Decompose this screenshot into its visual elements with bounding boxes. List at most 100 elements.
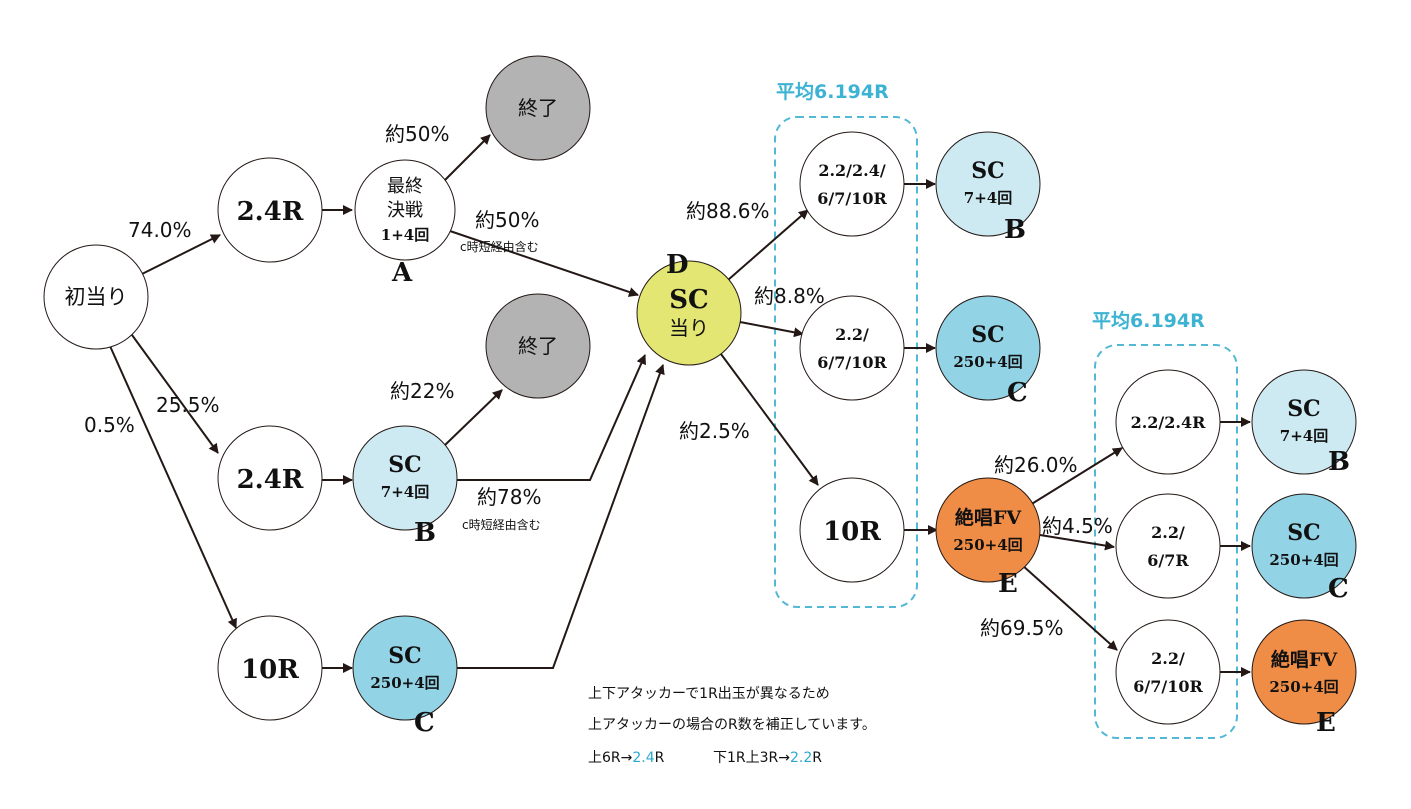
node-sc-c2-line1: SC <box>971 322 1004 348</box>
node-final-battle-line1: 最終 <box>387 176 423 197</box>
node-letters: A B C D B C E B C E <box>391 215 1350 738</box>
node-sc-b3 <box>1251 369 1357 475</box>
node-sc-c1 <box>352 615 458 721</box>
node-10r-bottom <box>217 615 323 721</box>
node-start <box>43 244 149 350</box>
node-sc-b1 <box>352 425 458 531</box>
node-fv-e2-line1: 絶唱FV <box>1271 648 1338 671</box>
node-round-2-line1: 2.2/ <box>835 325 869 344</box>
node-start-label: 初当り <box>65 285 128 309</box>
letter-c3: C <box>1328 574 1349 604</box>
node-round-2-line2: 6/7/10R <box>817 353 887 372</box>
letter-b1: B <box>414 518 436 548</box>
edges <box>109 134 1251 677</box>
node-final-battle-line2: 決戦 <box>387 200 423 221</box>
edge-start-24b <box>131 334 219 454</box>
node-q2-line2: 6/7R <box>1147 551 1189 570</box>
notes: 上下アタッカーで1R出玉が異なるため 上アタッカーの場合のR数を補正しています。… <box>588 686 876 766</box>
node-sc-hit-line2: 当り <box>669 316 709 340</box>
edge-fvE-q2 <box>1039 534 1115 551</box>
label-78-sub: c時短経由含む <box>462 517 541 532</box>
group-box-1 <box>774 116 918 608</box>
node-round-2 <box>799 295 905 401</box>
node-round-3-label: 10R <box>823 517 881 547</box>
label-45: 約4.5% <box>1042 514 1113 538</box>
node-q3-line2: 6/7/10R <box>1133 677 1203 696</box>
edge-fvE-q3 <box>1021 564 1118 651</box>
node-end-2 <box>485 293 591 399</box>
label-886: 約88.6% <box>686 199 770 223</box>
edge-finalA-end1 <box>444 134 491 181</box>
edge-start-10r <box>109 345 237 629</box>
label-260: 約26.0% <box>994 453 1078 477</box>
note-line-1: 上下アタッカーで1R出玉が異なるため <box>588 686 830 702</box>
edge-scD-r3 <box>717 349 819 486</box>
node-sc-c1-line2: 250+4回 <box>370 674 439 692</box>
node-sc-c3 <box>1251 493 1357 599</box>
node-24r-top-label: 2.4R <box>237 197 304 227</box>
node-sc-c2-line2: 250+4回 <box>953 353 1022 371</box>
note-line-2: 上アタッカーの場合のR数を補正しています。 <box>588 717 876 733</box>
node-round-1 <box>799 131 905 237</box>
label-22: 約22% <box>390 379 454 403</box>
label-88: 約8.8% <box>754 284 825 308</box>
node-sc-b2-line1: SC <box>971 158 1004 184</box>
label-255: 25.5% <box>156 393 220 417</box>
node-final-battle-line3: 1+4回 <box>381 226 429 244</box>
node-sc-c2 <box>935 295 1041 401</box>
node-10r-bottom-label: 10R <box>241 655 299 685</box>
group-title-2: 平均6.194R <box>1092 309 1205 332</box>
node-fv-e2-line2: 250+4回 <box>1269 678 1338 696</box>
group-box-2 <box>1094 344 1238 739</box>
node-round-1-line1: 2.2/2.4/ <box>818 161 886 180</box>
node-end-1-label: 終了 <box>518 96 558 120</box>
node-q3-line1: 2.2/ <box>1151 649 1185 668</box>
edge-start-24a <box>139 234 221 276</box>
letter-b2: B <box>1004 215 1026 245</box>
node-24r-top <box>217 157 323 263</box>
node-round-3 <box>799 477 905 583</box>
letter-c2: C <box>1007 378 1028 408</box>
node-q2-line1: 2.2/ <box>1151 523 1185 542</box>
letter-d: D <box>666 250 689 280</box>
label-74: 74.0% <box>128 218 192 242</box>
edge-scC1-scD <box>456 364 665 669</box>
node-fv-e1 <box>935 477 1041 583</box>
label-50b-sub: c時短経由含む <box>460 239 539 254</box>
node-q1-label: 2.2/2.4R <box>1131 413 1207 432</box>
edge-scB1-end2 <box>444 389 503 446</box>
node-end-1 <box>485 55 591 161</box>
node-sc-b1-line2: 7+4回 <box>381 483 429 501</box>
node-24r-mid <box>217 425 323 531</box>
node-q1 <box>1115 369 1221 475</box>
node-final-battle <box>354 159 456 261</box>
node-fv-e1-line1: 絶唱FV <box>955 506 1022 529</box>
edge-scD-r1 <box>727 209 809 281</box>
edge-scB1-scD <box>456 354 646 481</box>
label-50a: 約50% <box>385 122 449 146</box>
label-695: 約69.5% <box>980 616 1064 640</box>
node-fv-e1-line2: 250+4回 <box>953 536 1022 554</box>
note-line-3a: 上6R→2.4R <box>588 750 665 766</box>
letter-e2: E <box>1316 708 1336 738</box>
letter-c1: C <box>414 708 435 738</box>
letter-e1: E <box>998 569 1018 599</box>
node-sc-c3-line1: SC <box>1287 520 1320 546</box>
node-q3 <box>1115 619 1221 725</box>
group-title-1: 平均6.194R <box>776 80 889 103</box>
edge-fvE-q1 <box>1029 447 1123 506</box>
node-sc-b2 <box>935 131 1041 237</box>
node-fv-e2 <box>1251 619 1357 725</box>
edge-scD-r2 <box>739 321 804 338</box>
node-24r-mid-label: 2.4R <box>237 465 304 495</box>
node-sc-b3-line2: 7+4回 <box>1280 427 1328 445</box>
node-sc-c3-line2: 250+4回 <box>1269 551 1338 569</box>
label-25: 約2.5% <box>679 419 750 443</box>
edge-labels: 74.0% 25.5% 0.5% 約50% 約50% c時短経由含む 約22% … <box>84 122 1113 640</box>
node-round-1-line2: 6/7/10R <box>817 189 887 208</box>
node-end-2-label: 終了 <box>518 334 558 358</box>
label-05: 0.5% <box>84 413 135 437</box>
letter-a: A <box>391 258 413 288</box>
nodes: 初当り 2.4R 2.4R 10R 最終 決戦 1+4回 終了 終了 SC 7+… <box>43 55 1357 725</box>
